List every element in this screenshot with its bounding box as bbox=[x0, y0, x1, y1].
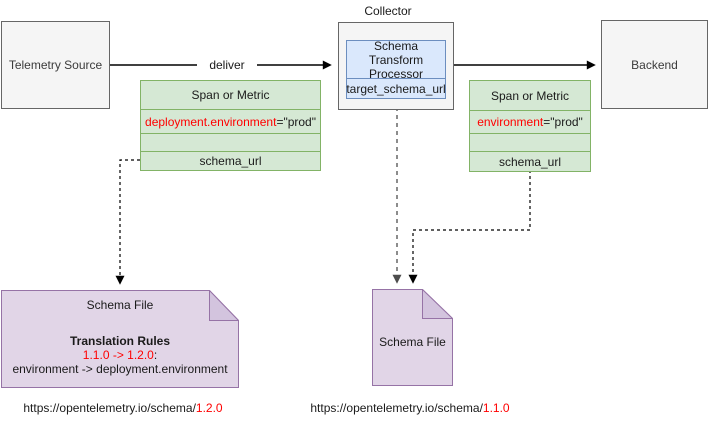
document-shape-icon bbox=[372, 289, 453, 386]
span-or-metric-1-attribute-row: deployment.environment="prod" bbox=[141, 109, 320, 133]
span-or-metric-table-2: Span or Metric environment="prod" schema… bbox=[469, 80, 591, 172]
span-or-metric-1-header: Span or Metric bbox=[191, 88, 270, 102]
target-schema-url-row: target_schema_url bbox=[346, 81, 446, 96]
schema-file-1-title: Schema File bbox=[86, 298, 154, 312]
backend-node: Backend bbox=[601, 20, 708, 109]
schema-url-1-to-schema-file-1-connector bbox=[115, 159, 140, 285]
schema-file-2-title: Schema File bbox=[379, 335, 446, 349]
translation-rule-mapping: environment -> deployment.environment bbox=[12, 362, 228, 376]
span-or-metric-table-1: Span or Metric deployment.environment="p… bbox=[140, 80, 321, 171]
schema-file-2-node: Schema File bbox=[372, 289, 453, 386]
backend-label: Backend bbox=[631, 57, 678, 72]
url-base: https://opentelemetry.io/schema/ bbox=[310, 401, 483, 415]
schema-transform-processor-node: Schema Transform Processor target_schema… bbox=[346, 39, 446, 99]
document-shape-icon bbox=[1, 290, 239, 388]
span-or-metric-2-schema-url-row: schema_url bbox=[470, 151, 590, 171]
deliver-edge-label: deliver bbox=[197, 58, 257, 72]
attribute-key: environment bbox=[477, 115, 544, 129]
url-version: 1.1.0 bbox=[482, 401, 510, 415]
translation-rule-versions: 1.1.0 -> 1.2.0: bbox=[1, 348, 239, 362]
collector-title: Collector bbox=[364, 4, 412, 18]
schema-url-1-2-0: https://opentelemetry.io/schema/1.2.0 bbox=[3, 401, 243, 415]
telemetry-source-label: Telemetry Source bbox=[8, 58, 103, 72]
schema-url-1-1-0: https://opentelemetry.io/schema/1.1.0 bbox=[290, 401, 530, 415]
span-or-metric-1-schema-url-row: schema_url bbox=[141, 151, 320, 170]
span-or-metric-2-attribute-row: environment="prod" bbox=[470, 110, 590, 133]
attribute-value: ="prod" bbox=[276, 114, 316, 129]
attribute-value: ="prod" bbox=[543, 115, 583, 129]
url-version: 1.2.0 bbox=[195, 401, 223, 415]
span-or-metric-2-empty-row bbox=[470, 133, 590, 151]
telemetry-source-node: Telemetry Source bbox=[1, 21, 110, 109]
schema-transform-processor-title: Schema Transform Processor bbox=[347, 39, 445, 81]
attribute-key: deployment.environment bbox=[145, 114, 277, 129]
translation-rules-heading: Translation Rules bbox=[69, 334, 171, 348]
url-base: https://opentelemetry.io/schema/ bbox=[23, 401, 196, 415]
rule-versions-colon: : bbox=[153, 348, 158, 362]
span-or-metric-1-empty-row bbox=[141, 133, 320, 151]
schema-url-2-to-schema-file-2-connector bbox=[408, 170, 531, 284]
rule-versions: 1.1.0 -> 1.2.0 bbox=[82, 348, 154, 362]
schema-file-1-node: Schema File Translation Rules 1.1.0 -> 1… bbox=[1, 290, 239, 388]
span-or-metric-2-header: Span or Metric bbox=[490, 88, 570, 103]
